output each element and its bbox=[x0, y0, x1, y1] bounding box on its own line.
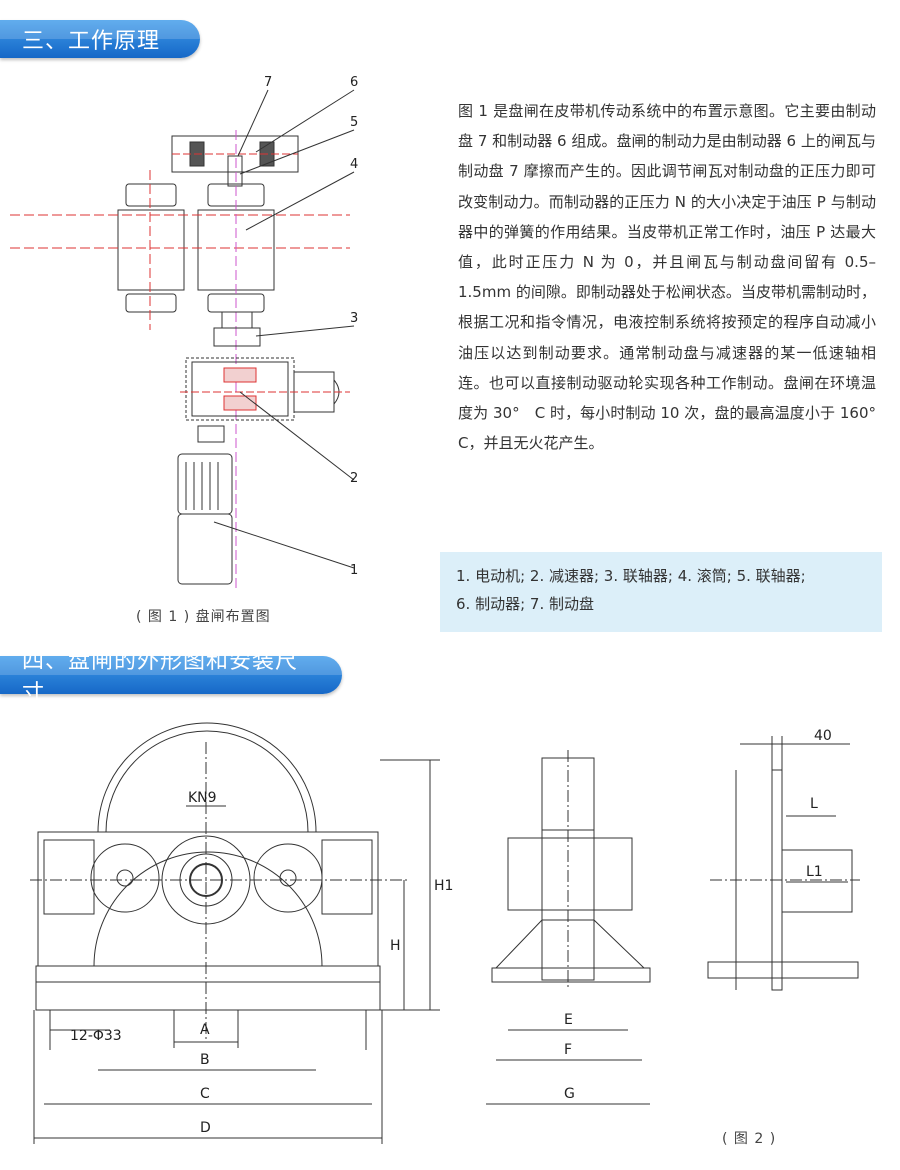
figure1-label-2: 2 bbox=[350, 471, 358, 486]
section-dim-l1: L1 bbox=[806, 864, 823, 880]
front-dim-h1: H1 bbox=[434, 878, 453, 894]
figure1-label-1: 1 bbox=[350, 563, 358, 578]
figure1-label-5: 5 bbox=[350, 115, 358, 130]
figure1-label-3: 3 bbox=[350, 311, 358, 326]
legend-line-1: 1. 电动机; 2. 减速器; 3. 联轴器; 4. 滚筒; 5. 联轴器; bbox=[456, 567, 806, 585]
figure2-side-view: E F G bbox=[486, 750, 651, 1105]
front-dim-c: C bbox=[200, 1086, 210, 1102]
section-dim-l: L bbox=[810, 796, 818, 812]
front-dim-h: H bbox=[390, 938, 401, 954]
legend-line-2: 6. 制动器; 7. 制动盘 bbox=[456, 595, 594, 613]
figure2-caption: ( 图 2 ) bbox=[722, 1131, 777, 1147]
front-dim-kn: KN9 bbox=[188, 790, 217, 806]
principle-paragraph: 图 1 是盘闸在皮带机传动系统中的布置示意图。它主要由制动盘 7 和制动器 6 … bbox=[458, 102, 892, 453]
parts-legend: 1. 电动机; 2. 减速器; 3. 联轴器; 4. 滚筒; 5. 联轴器; 6… bbox=[440, 552, 882, 632]
section-header-working-principle: 三、工作原理 bbox=[0, 20, 200, 58]
figure1-label-6: 6 bbox=[350, 75, 358, 90]
side-dim-g: G bbox=[564, 1086, 575, 1102]
front-dim-b: B bbox=[200, 1052, 210, 1068]
front-dim-a: A bbox=[200, 1022, 210, 1038]
side-dim-f: F bbox=[564, 1042, 572, 1058]
section-header-dimensions: 四、盘闸的外形图和安装尺寸 bbox=[0, 649, 342, 706]
figure1-caption: ( 图 1 ) 盘闸布置图 bbox=[136, 609, 271, 625]
section-title: 三、工作原理 bbox=[22, 29, 161, 54]
front-dim-holes: 12-Φ33 bbox=[70, 1028, 122, 1044]
section-title: 四、盘闸的外形图和安装尺寸 bbox=[22, 649, 299, 706]
figure1-label-4: 4 bbox=[350, 157, 358, 172]
front-dim-d: D bbox=[200, 1120, 211, 1136]
figure1-label-7: 7 bbox=[264, 75, 272, 90]
side-dim-e: E bbox=[564, 1012, 573, 1028]
figure2-section-view: 40 L L1 bbox=[707, 728, 860, 991]
section-dim-40: 40 bbox=[814, 728, 832, 744]
figure1-layout-diagram: 7 6 5 4 3 2 1 bbox=[10, 75, 358, 590]
figure2-front-view: KN9 12-Φ33 A B C D H H1 bbox=[30, 722, 453, 1144]
